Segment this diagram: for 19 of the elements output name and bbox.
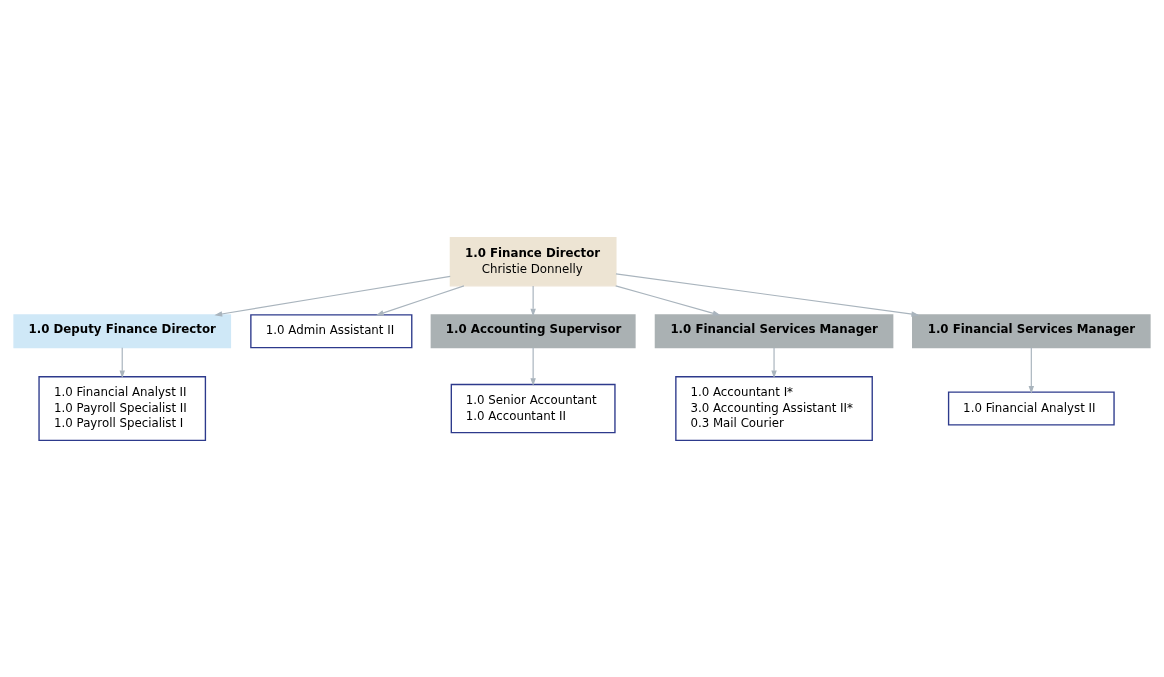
arrow [771,346,777,378]
arrow [119,346,125,378]
arrow [375,284,465,316]
arrow [530,284,536,316]
arrow [615,284,721,316]
node-box: 1.0 Financial Analyst II 1.0 Payroll Specialist II 1.0 Payroll Specialist I [38,375,207,441]
arrow [530,346,536,386]
node-box: 1.0 Accountant I* 3.0 Accounting Assistant II* 0.3 Mail Courier [675,375,873,441]
node-box: 1.0 Deputy Finance Director [13,313,232,348]
node-box: 1.0 Finance Director Christie Donnelly [449,236,617,286]
node-box: 1.0 Financial Analyst II [947,391,1115,426]
arrow [214,275,451,317]
node-box: 1.0 Admin Assistant II [250,313,413,348]
node-box: 1.0 Financial Services Manager [654,313,894,348]
arrow [1028,346,1035,394]
node-box: 1.0 Accounting Supervisor [430,313,636,348]
node-box: 1.0 Financial Services Manager [912,313,1151,348]
arrow [615,272,920,317]
node-box: 1.0 Senior Accountant 1.0 Accountant II [450,383,616,433]
